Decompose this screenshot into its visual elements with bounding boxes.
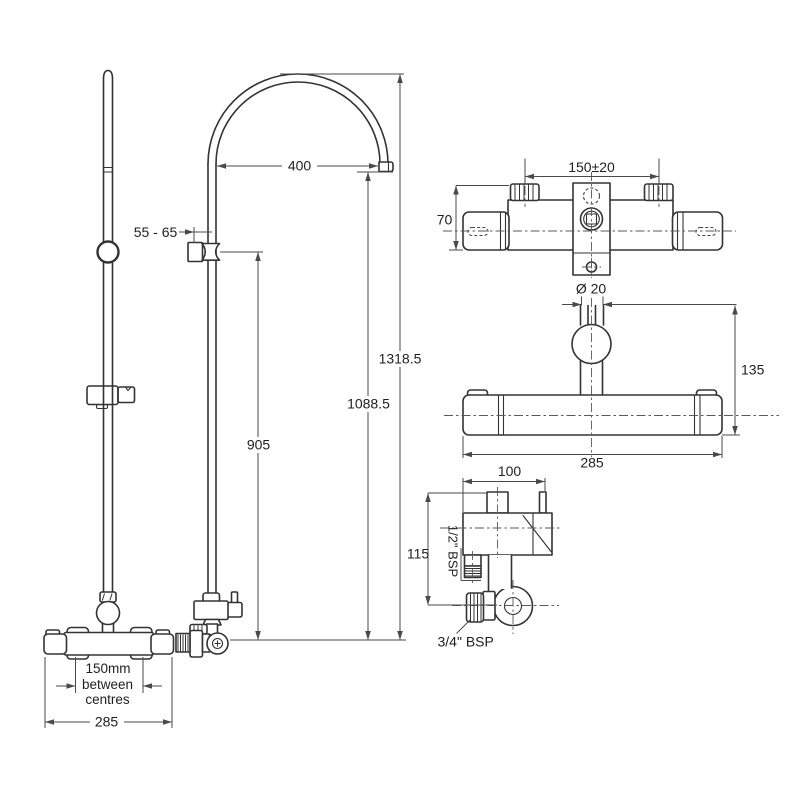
diverter-body [462, 512, 553, 556]
front-view-valve-dimensions: Ø 20 135 285 [462, 281, 765, 471]
valve-bar-front [462, 394, 723, 436]
dim-bracket-offset: 55 - 65 [134, 224, 178, 240]
side-view-dimensions: 100 115 1/2" BSP 3/4" BSP [407, 463, 546, 650]
dim-rail-height: 905 [247, 437, 271, 453]
rail-joint [102, 166, 114, 173]
label-outlet-thread: 1/2" BSP [446, 525, 461, 577]
head-outlet [378, 161, 394, 173]
mixer-valve-front [43, 626, 175, 660]
dim-diverter-width: 100 [498, 463, 522, 479]
holder-notch [124, 386, 132, 392]
valve-right-control [150, 633, 175, 655]
dim-valve-height: 135 [741, 362, 765, 378]
dim-total-height: 1318.5 [379, 351, 422, 367]
riser-pipe [207, 163, 217, 594]
holder-tab [95, 403, 109, 410]
diverter-pin [538, 491, 547, 514]
front-view-dimensions: 400 55 - 65 905 1088.5 1318.5 150mm betw… [44, 73, 424, 730]
valve-front-view: Ø 20 135 285 [444, 281, 779, 471]
shower-arm-inner [215, 81, 381, 165]
wall-bracket-collar [201, 242, 221, 261]
top-view-dimensions: 150±20 70 [437, 158, 660, 251]
dim-head-height: 1088.5 [347, 396, 390, 412]
dim-pipe-diameter: Ø 20 [576, 281, 607, 297]
dim-valve-width: 285 [95, 714, 119, 730]
dim-arm-reach: 400 [288, 158, 312, 174]
dim-valve-depth: 70 [437, 212, 453, 228]
dim-diverter-height: 115 [407, 546, 430, 562]
dim-valve-front-width: 285 [580, 455, 604, 471]
shower-front-view: 400 55 - 65 905 1088.5 1318.5 150mm betw… [43, 69, 424, 730]
dim-inlet-centres: 150±20 [568, 159, 615, 175]
handset-holder [86, 385, 119, 406]
rail-slider-ring [96, 240, 120, 264]
dim-centres-line3: centres [85, 692, 130, 707]
valve-left-control [43, 633, 68, 655]
dim-centres-line1: 150mm [85, 661, 130, 676]
swivel-ball [95, 600, 121, 626]
wall-bracket [187, 241, 204, 263]
valve-top-view: 150±20 70 [437, 158, 736, 278]
valve-body [63, 631, 155, 656]
slide-rail [102, 69, 114, 593]
handset-holder-clip [117, 386, 136, 404]
label-inlet-thread: 3/4" BSP [438, 634, 494, 650]
diverter-assembly-front [175, 591, 243, 658]
dim-centres-line2: between [82, 677, 133, 692]
diverter-side-view: 100 115 1/2" BSP 3/4" BSP [407, 463, 560, 650]
shower-arm-outer [207, 73, 389, 165]
right-control-top [671, 211, 724, 251]
